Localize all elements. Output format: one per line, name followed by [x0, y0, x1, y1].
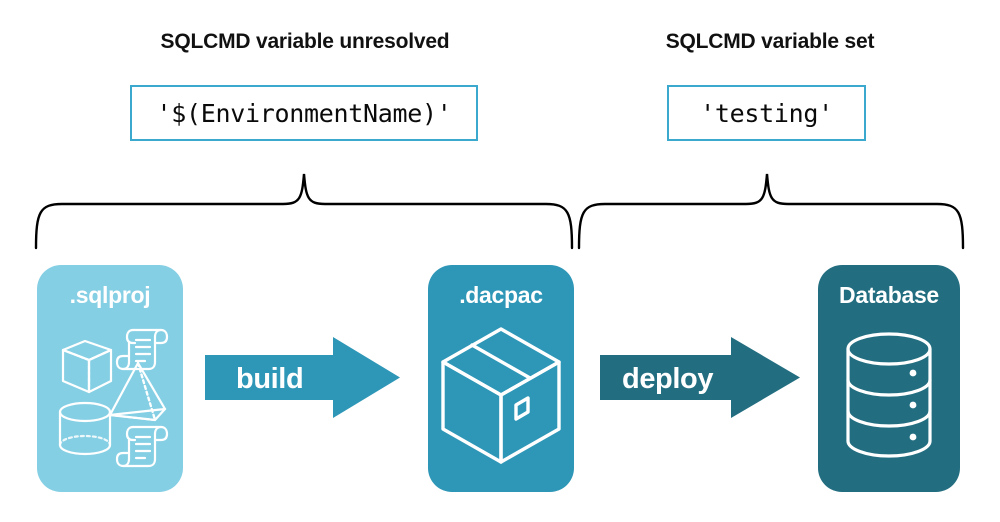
pyramid-icon — [108, 361, 167, 422]
stage-box-database[interactable]: Database — [818, 265, 960, 492]
right-brace-icon — [577, 173, 965, 250]
cylinder-icon — [58, 401, 112, 456]
stage-box-database-label: Database — [839, 282, 939, 308]
stage-box-sqlproj[interactable]: .sqlproj — [37, 265, 183, 492]
stage-box-sqlproj-art — [37, 317, 183, 484]
arrow-deploy-shape — [600, 337, 800, 418]
stage-box-dacpac[interactable]: .dacpac — [428, 265, 574, 492]
header-label-right: SQLCMD variable set — [665, 30, 875, 53]
scroll-icon — [115, 328, 169, 371]
arrow-build-label: build — [236, 363, 304, 395]
arrow-build-shape — [205, 337, 400, 418]
stage-box-database-art — [818, 317, 960, 484]
stage-box-dacpac-label: .dacpac — [459, 282, 543, 308]
value-box-set-text: 'testing' — [700, 98, 833, 128]
value-box-set: 'testing' — [667, 85, 866, 141]
arrow-build — [205, 337, 400, 418]
arrow-deploy — [600, 337, 800, 418]
brace-layer — [34, 173, 965, 250]
stage-box-dacpac-art — [428, 317, 574, 484]
stage-box-sqlproj-label: .sqlproj — [69, 282, 151, 308]
header-label-left: SQLCMD variable unresolved — [160, 30, 450, 53]
package-box-icon — [441, 327, 561, 464]
left-brace-icon — [34, 173, 574, 250]
value-box-unresolved-text: '$(EnvironmentName)' — [156, 98, 452, 128]
scroll-icon — [115, 425, 169, 468]
value-box-unresolved: '$(EnvironmentName)' — [130, 85, 478, 141]
database-cylinder-icon — [846, 332, 932, 458]
cube-icon — [61, 339, 113, 394]
arrow-deploy-label: deploy — [622, 363, 714, 395]
